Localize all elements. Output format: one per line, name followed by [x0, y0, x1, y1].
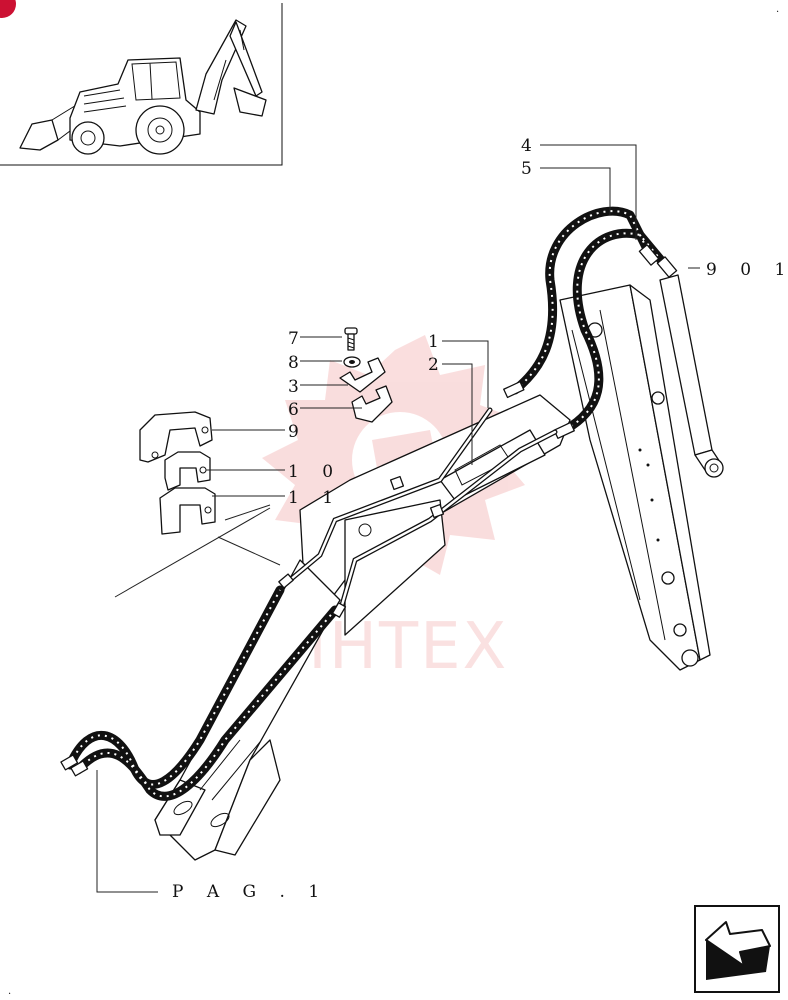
clamp-half-part-3[interactable]: [339, 357, 386, 393]
callout-7: 7: [288, 329, 299, 349]
bracket-part-9[interactable]: [139, 411, 213, 463]
washer-part-8[interactable]: [343, 356, 361, 368]
boom-arm: [154, 274, 724, 861]
next-page-arrow-icon[interactable]: [694, 905, 780, 993]
callout-11: 1 1: [288, 488, 342, 508]
leader-lines: [96, 144, 700, 893]
callout-4: 4: [521, 136, 532, 156]
corner-mark: .: [776, 4, 779, 15]
callout-1: 1: [428, 332, 439, 352]
clamp-half-part-6[interactable]: [351, 385, 393, 423]
bracket-part-11[interactable]: [159, 487, 216, 535]
callout-9: 9: [288, 422, 299, 442]
callout-901: 9 0 1: [706, 260, 788, 280]
corner-mark: .: [8, 986, 11, 997]
bracket-part-10[interactable]: [164, 451, 211, 491]
page-reference-label[interactable]: P A G . 1: [172, 882, 328, 902]
screw-part-7[interactable]: [344, 327, 358, 351]
callout-8: 8: [288, 353, 299, 373]
page-badge-icon: [0, 0, 16, 18]
callout-2: 2: [428, 355, 439, 375]
callout-5: 5: [521, 159, 532, 179]
callout-6: 6: [288, 400, 299, 420]
backhoe-loader-thumbnail[interactable]: [0, 3, 283, 166]
callout-10: 1 0: [288, 462, 342, 482]
callout-3: 3: [288, 377, 299, 397]
hydraulic-hoses: [60, 206, 678, 801]
